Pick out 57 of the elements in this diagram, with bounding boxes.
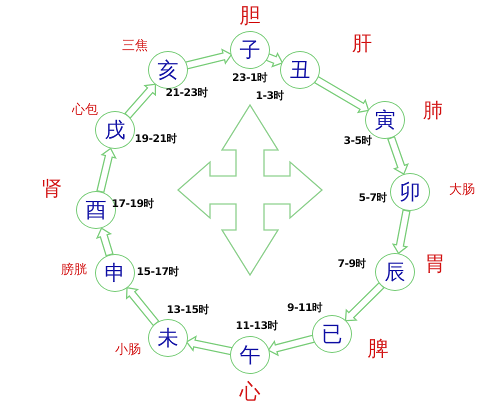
hollow-arrow	[184, 48, 232, 70]
organ-label: 小肠	[115, 344, 141, 356]
time-label: 13-15时	[166, 304, 210, 316]
hollow-arrow	[314, 76, 370, 114]
branch-char: 已	[322, 324, 342, 344]
branch-char: 丑	[290, 60, 310, 80]
hollow-arrow	[344, 282, 385, 322]
time-label: 19-21时	[134, 134, 178, 144]
organ-label: 心	[240, 382, 260, 402]
branch-char: 午	[240, 344, 260, 366]
branch-char: 戌	[104, 120, 126, 140]
hollow-arrow	[96, 148, 117, 194]
organ-label: 三焦	[122, 40, 148, 52]
branch-circle	[375, 253, 415, 291]
time-label: 23-1时	[232, 72, 268, 84]
organ-label: 膀胱	[61, 264, 87, 276]
time-label: 9-11时	[287, 302, 323, 314]
organ-label: 大肠	[449, 184, 475, 196]
organ-label: 肾	[42, 178, 62, 198]
time-label: 7-9时	[338, 258, 366, 270]
organ-label: 胃	[424, 254, 446, 274]
branch-char: 寅	[374, 110, 396, 130]
hollow-arrow	[96, 227, 114, 257]
branch-char: 辰	[384, 262, 406, 282]
branch-circle	[230, 336, 270, 374]
branch-char: 申	[104, 262, 126, 284]
branch-char: 酉	[86, 200, 106, 220]
hollow-arrow	[267, 334, 316, 356]
hollow-arrow	[126, 286, 160, 326]
branch-char: 亥	[158, 60, 178, 80]
branch-circle	[148, 319, 188, 357]
branch-circle	[312, 315, 352, 353]
branch-char: 子	[240, 40, 260, 60]
time-label: 21-23时	[166, 88, 208, 98]
branch-char: 卯	[400, 182, 420, 202]
hollow-arrow	[124, 83, 156, 120]
branch-circle	[390, 173, 430, 211]
organ-label: 心包	[72, 104, 98, 116]
time-label: 11-13时	[236, 320, 278, 332]
organ-label: 脾	[368, 338, 388, 360]
hollow-arrow	[265, 52, 284, 68]
organ-label: 肝	[352, 33, 372, 53]
organ-label: 肺	[423, 100, 443, 120]
hollow-arrow	[392, 209, 411, 254]
hollow-arrow	[186, 335, 233, 356]
branch-circle	[230, 31, 270, 69]
time-label: 3-5时	[344, 136, 372, 146]
branch-circle	[95, 254, 135, 292]
branch-circle	[280, 51, 320, 89]
time-label: 1-3时	[256, 90, 284, 102]
time-label: 5-7时	[358, 192, 388, 204]
branch-char: 未	[158, 328, 178, 348]
organ-label: 胆	[240, 6, 260, 26]
hollow-arrow	[387, 136, 409, 176]
time-label: 17-19时	[112, 198, 154, 210]
branch-circle	[148, 51, 188, 89]
time-label: 15-17时	[136, 266, 180, 278]
